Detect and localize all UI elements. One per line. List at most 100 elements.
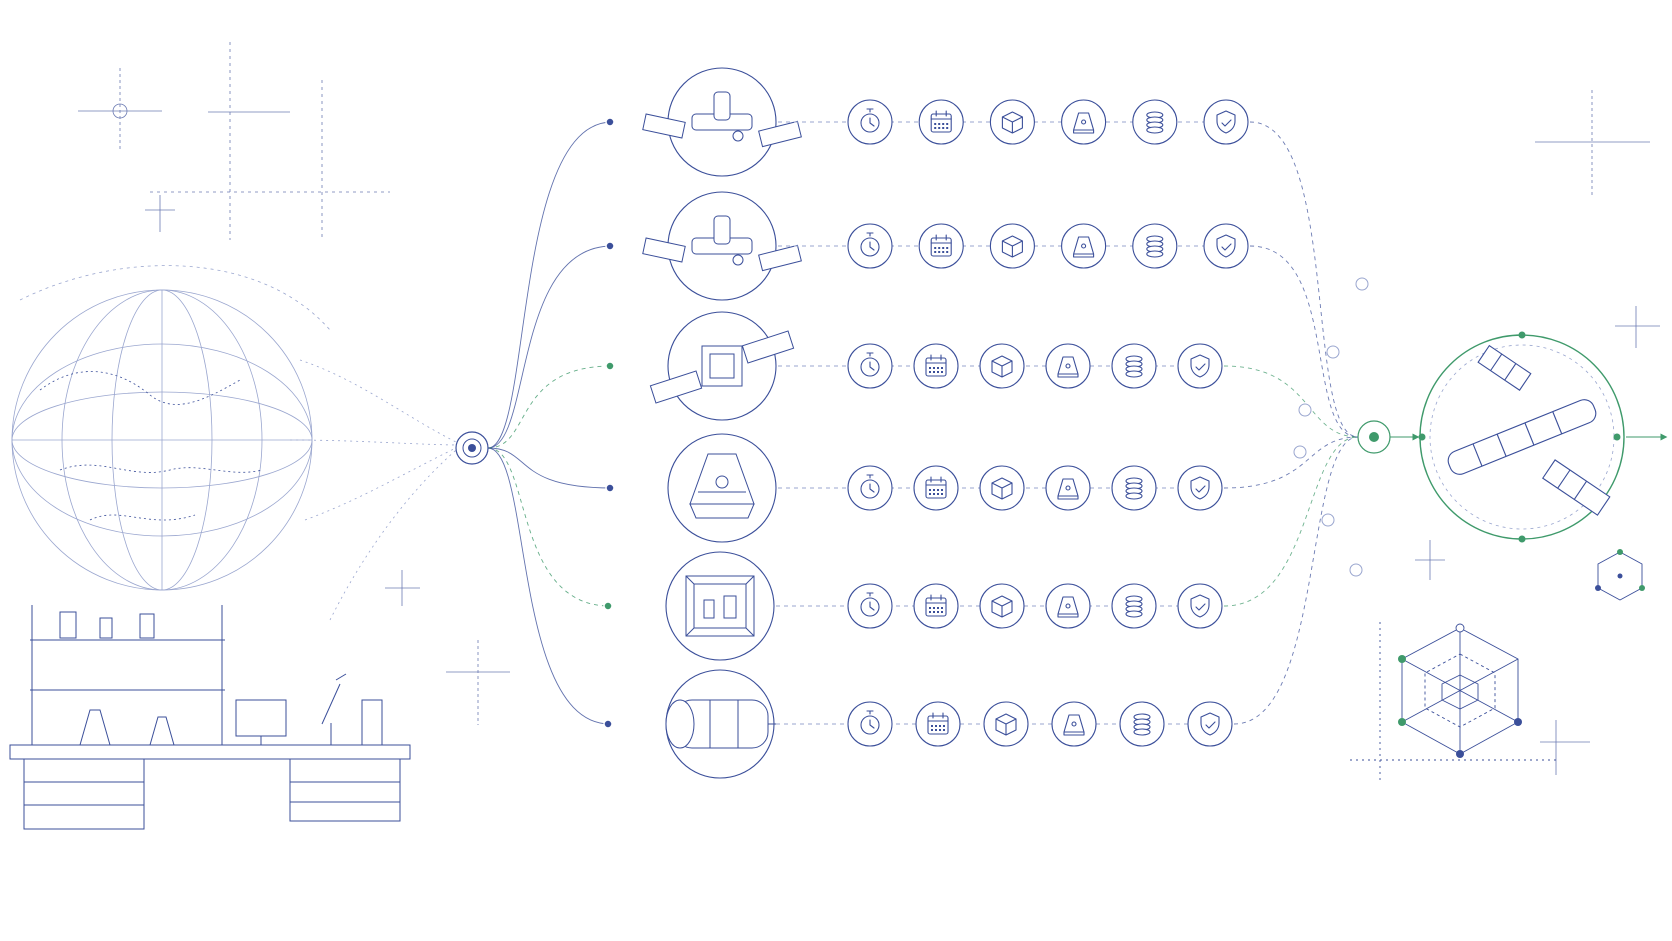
fan-in-paths (1223, 121, 1369, 725)
stopwatch-icon (860, 232, 880, 257)
space-station-icon (1447, 344, 1611, 516)
step-node (979, 583, 1025, 629)
package-icon (991, 595, 1013, 618)
shield-check-icon (1200, 712, 1220, 736)
step-node (913, 465, 959, 511)
step-node (847, 701, 893, 747)
shield-check-icon (1190, 354, 1210, 378)
step-node (989, 223, 1035, 269)
coin-stack-icon (1133, 713, 1151, 736)
step-node (979, 465, 1025, 511)
route-row (603, 551, 1223, 661)
capsule-icon (1057, 478, 1079, 500)
calendar-icon (930, 234, 952, 257)
step-node (1061, 223, 1107, 269)
step-node (847, 343, 893, 389)
step-node (918, 223, 964, 269)
coin-stack-icon (1125, 355, 1143, 378)
step-node (1177, 465, 1223, 511)
package-icon (1001, 111, 1023, 134)
waypoint-ring (1321, 513, 1335, 527)
calendar-icon (925, 476, 947, 499)
capsule-icon (1073, 112, 1095, 134)
capsule-icon (1057, 596, 1079, 618)
step-node (915, 701, 961, 747)
package-icon (1001, 235, 1023, 258)
step-node (1045, 343, 1091, 389)
shield-check-icon (1216, 110, 1236, 134)
route-marker (605, 117, 615, 127)
step-node (847, 99, 893, 145)
payload-rack-icon (685, 575, 755, 637)
calendar-icon (925, 354, 947, 377)
fan-out-path (487, 447, 613, 489)
stopwatch-icon (860, 592, 880, 617)
package-icon (991, 477, 1013, 500)
fan-out-path (487, 245, 613, 449)
calendar-icon (930, 110, 952, 133)
step-node (1187, 701, 1233, 747)
step-node (1132, 223, 1178, 269)
waypoint-ring (1349, 563, 1363, 577)
step-node (1203, 223, 1249, 269)
step-node (1177, 343, 1223, 389)
stopwatch-icon (860, 352, 880, 377)
step-node (1061, 99, 1107, 145)
route-marker (603, 601, 613, 611)
fan-in-path (1223, 365, 1359, 438)
package-icon (991, 355, 1013, 378)
globe-icon (11, 265, 331, 591)
space-station-icon (642, 91, 802, 148)
destination-space-station (1390, 331, 1668, 543)
step-node (1132, 99, 1178, 145)
calendar-icon (925, 594, 947, 617)
shield-check-icon (1190, 594, 1210, 618)
module-cylinder-icon (665, 699, 778, 749)
coin-stack-icon (1125, 477, 1143, 500)
route-row (605, 67, 1249, 177)
step-node (1203, 99, 1249, 145)
step-node (1111, 343, 1157, 389)
coin-stack-icon (1146, 235, 1164, 258)
stopwatch-icon (860, 710, 880, 735)
route-marker (605, 483, 615, 493)
step-node (847, 465, 893, 511)
step-node (1051, 701, 1097, 747)
fan-in-path (1223, 436, 1359, 607)
fan-in-path (1249, 121, 1359, 438)
stopwatch-icon (860, 474, 880, 499)
fan-out-paths (487, 121, 613, 725)
step-node (847, 223, 893, 269)
vehicle-node (649, 311, 795, 421)
fan-in-path (1223, 436, 1359, 489)
step-node (913, 583, 959, 629)
step-node (989, 99, 1035, 145)
convergence-node (1357, 420, 1391, 454)
origin-streams (289, 359, 463, 621)
route-row (605, 191, 1249, 301)
step-node (1111, 465, 1157, 511)
shield-check-icon (1216, 234, 1236, 258)
route-marker (603, 719, 613, 729)
step-node (983, 701, 1029, 747)
route-row (603, 669, 1233, 779)
step-node (979, 343, 1025, 389)
route-rows (603, 67, 1249, 779)
fan-in-path (1249, 245, 1359, 438)
fan-out-path (487, 365, 613, 449)
waypoint-ring (1298, 403, 1312, 417)
lab-bench-icon (9, 605, 411, 830)
waypoint-ring (1293, 445, 1307, 459)
vehicle-node (642, 191, 802, 301)
step-node (1111, 583, 1157, 629)
satellite-icon (642, 215, 802, 272)
route-marker (605, 361, 615, 371)
distribution-hub (455, 431, 489, 465)
capsule-icon (1073, 236, 1095, 258)
cubesat-icon (649, 330, 795, 404)
waypoint-ring (1355, 277, 1369, 291)
capsule-icon (689, 453, 755, 519)
shield-check-icon (1190, 476, 1210, 500)
hexagon-network-decoration (1350, 549, 1645, 780)
